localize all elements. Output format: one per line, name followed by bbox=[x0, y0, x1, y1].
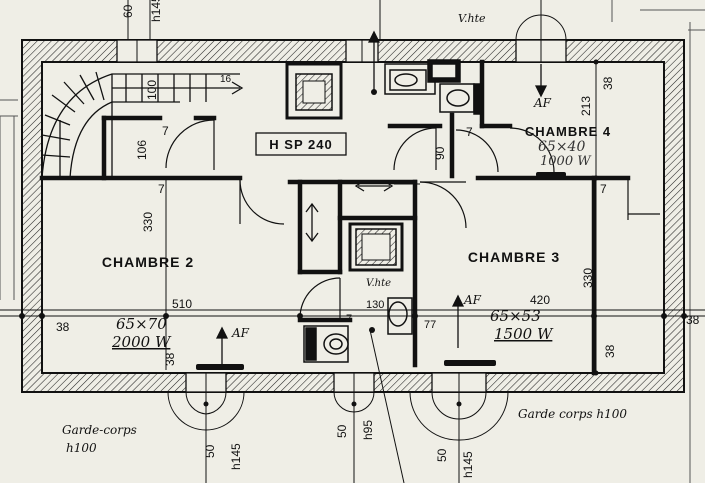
window-ch3-watts: 1500 W bbox=[494, 325, 554, 343]
af-label-top: AF bbox=[533, 96, 552, 110]
dim-bottom-50-c: 50 bbox=[435, 448, 449, 462]
window-ch2-watts: 2000 W bbox=[111, 333, 172, 351]
dim-510: 510 bbox=[172, 297, 192, 311]
dim-7-b: 7 bbox=[158, 182, 165, 196]
dim-330-left: 330 bbox=[141, 212, 155, 232]
dim-420: 420 bbox=[530, 293, 550, 307]
vh-label-middle: V.hte bbox=[366, 278, 391, 289]
dim-77: 77 bbox=[424, 319, 436, 331]
radiators bbox=[196, 172, 566, 370]
room-label-chambre-3: CHAMBRE 3 bbox=[468, 249, 560, 265]
dim-top-100: 100 bbox=[145, 80, 159, 100]
guardrail-left-line2: h100 bbox=[66, 441, 97, 455]
dim-7-e: 7 bbox=[466, 125, 473, 139]
dim-90: 90 bbox=[433, 146, 447, 160]
plan-note: H SP 240 bbox=[269, 137, 332, 152]
dim-213: 213 bbox=[579, 96, 593, 116]
room-label-chambre-2: CHAMBRE 2 bbox=[102, 254, 194, 270]
dim-38-bottom: 38 bbox=[163, 352, 177, 366]
dim-330-right: 330 bbox=[581, 268, 595, 288]
dim-bottom-h145-b: h145 bbox=[461, 451, 475, 478]
guardrail-right: Garde corps h100 bbox=[518, 407, 627, 421]
plan-note-box bbox=[255, 132, 347, 156]
af-label-left: AF bbox=[231, 326, 250, 340]
stair-direction-arrow bbox=[112, 81, 244, 95]
dim-7-a: 7 bbox=[162, 124, 169, 138]
window-mullions bbox=[136, 40, 542, 392]
duct-box-middle bbox=[348, 222, 404, 272]
dim-bottom-h145-a: h145 bbox=[229, 443, 243, 470]
room-label-chambre-4: CHAMBRE 4 bbox=[525, 124, 611, 139]
dim-top-left-a: 60 bbox=[121, 4, 135, 18]
dim-stair-106: 106 bbox=[135, 140, 149, 160]
dim-7-d: 7 bbox=[346, 313, 352, 325]
window-ch2-size: 65×70 bbox=[116, 315, 167, 333]
doors bbox=[165, 119, 660, 319]
dim-bottom-h95: h95 bbox=[361, 420, 375, 440]
dim-38-top: 38 bbox=[601, 76, 615, 90]
af-arrows bbox=[215, 30, 548, 364]
window-ch3-size: 65×53 bbox=[490, 307, 541, 325]
vh-label-top: V.hte bbox=[458, 12, 486, 25]
dim-130: 130 bbox=[366, 299, 384, 311]
af-label-middle: AF bbox=[463, 293, 482, 307]
window-swings bbox=[167, 14, 567, 441]
dim-bottom-50-a: 50 bbox=[203, 444, 217, 458]
dim-38-right-edge: 38 bbox=[686, 313, 700, 327]
window-ch4-watts: 1000 W bbox=[540, 154, 592, 169]
wc-top bbox=[384, 59, 483, 115]
guardrail-left-line1: Garde-corps bbox=[62, 423, 137, 437]
dim-bottom-50-b: 50 bbox=[335, 424, 349, 438]
window-ch4-size: 65×40 bbox=[538, 139, 585, 155]
dim-38-left: 38 bbox=[56, 320, 70, 334]
interior-walls bbox=[39, 59, 631, 376]
dimension-ticks bbox=[19, 59, 687, 407]
dim-16: 16 bbox=[220, 74, 232, 85]
duct-box-top bbox=[285, 62, 343, 120]
dim-top-left-b: h145 bbox=[149, 0, 163, 22]
dim-7-c: 7 bbox=[600, 182, 607, 196]
dim-38-right-mid: 38 bbox=[603, 344, 617, 358]
